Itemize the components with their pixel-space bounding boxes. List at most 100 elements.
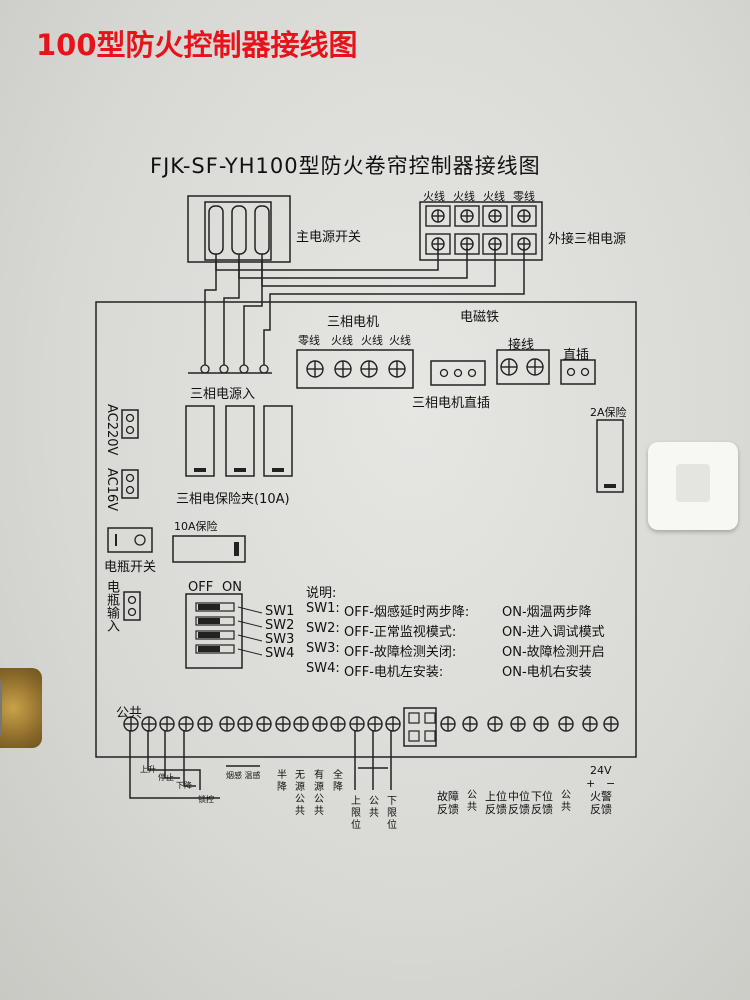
motor-terminal-1: 零线	[298, 334, 320, 347]
ac16-pin-1	[125, 473, 135, 483]
main-switch-label: 主电源开关	[296, 230, 362, 245]
dip-switch-block	[185, 593, 243, 669]
dip-sw3-label: SW3	[265, 632, 295, 647]
fire-alarm-feedback-label: 火警反馈	[590, 790, 612, 816]
fuse-indicator-4	[604, 484, 616, 488]
upper-position-feedback-label: 上位反馈	[485, 790, 507, 816]
common2-label: 公共	[561, 790, 571, 813]
motor-terminal-3: 火线	[361, 334, 383, 347]
power-in-pin-1	[200, 364, 210, 374]
battery-input-connector	[123, 591, 141, 621]
fuse-clip-3	[263, 405, 293, 477]
motor-plug-pin-2	[453, 368, 463, 378]
dip-slot-3	[195, 630, 235, 640]
note-sw1-on: ON-烟温两步降	[502, 605, 592, 620]
bottom-plug-pin-4	[424, 730, 436, 742]
fuse-clip-1	[185, 405, 215, 477]
lock-label: 锁控	[198, 795, 214, 804]
v24-label: 24V	[590, 764, 612, 777]
fuse-indicator-3	[272, 468, 284, 472]
fuse-10a-holder	[172, 535, 246, 563]
fuse-10a-indicator	[234, 542, 239, 556]
page-header: 100型防火控制器接线图	[36, 28, 358, 62]
dip-slot-2	[195, 616, 235, 626]
fuse-10a-label: 10A保险	[174, 520, 218, 533]
dip-sw4-label: SW4	[265, 646, 295, 661]
fault-feedback-label: 故障反馈	[437, 790, 459, 816]
fuse-clip-label: 三相电保险夹(10A)	[176, 492, 290, 507]
magnet-direct-plug	[560, 359, 596, 385]
fuse-2a-holder	[596, 419, 624, 493]
motor-plug-label: 三相电机直插	[412, 396, 491, 411]
note-sw1-key: SW1:	[306, 601, 340, 616]
battery-input-label: 电瓶输入	[104, 580, 119, 632]
ac220-pin-1	[125, 413, 135, 423]
bottom-common-label: 公共	[116, 706, 143, 721]
ext-power-terminal-block	[419, 201, 543, 261]
dip-knob-3	[198, 632, 220, 638]
ext-power-label: 外接三相电源	[548, 232, 627, 247]
dip-off-label: OFF	[188, 580, 214, 595]
battery-switch-knob	[134, 534, 146, 546]
cable-tie-mount	[648, 442, 738, 530]
bottom-plug-pin-1	[408, 712, 420, 724]
lower-limit-label: 下限位	[387, 796, 397, 831]
power-in-pin-3	[239, 364, 249, 374]
lower-position-feedback-label: 下位反馈	[531, 790, 553, 816]
ext-terminal-3: 火线	[483, 190, 505, 203]
ac220-pin-2	[125, 425, 135, 435]
note-sw2-key: SW2:	[306, 621, 340, 636]
note-sw4-off: OFF-电机左安装:	[344, 665, 444, 680]
switch-pole-1	[208, 205, 224, 255]
smoke-temp-label: 烟感 温感	[226, 771, 261, 780]
power-in-pin-4	[259, 364, 269, 374]
motor-plug-pin-3	[467, 368, 477, 378]
source-common-label: 有源公共	[314, 770, 324, 817]
ac16-pin-2	[125, 485, 135, 495]
magnet-title: 电磁铁	[460, 310, 500, 325]
ext-terminal-1: 火线	[423, 190, 445, 203]
switch-pole-3	[254, 205, 270, 255]
mid-position-feedback-label: 中位反馈	[508, 790, 530, 816]
motor-terminal-block	[296, 349, 414, 389]
note-sw2-off: OFF-正常监视模式:	[344, 625, 457, 640]
ext-terminal-4: 零线	[513, 190, 535, 203]
bottom-plug	[403, 707, 437, 747]
motor-terminal-4: 火线	[389, 334, 411, 347]
ac220-label: AC220V	[104, 404, 119, 456]
note-sw3-on: ON-故障检测开启	[502, 645, 605, 660]
minus-label: −	[606, 777, 616, 790]
main-switch-frame	[204, 201, 272, 261]
feedback-common-label: 公共	[467, 790, 477, 813]
motor-terminal-2: 火线	[331, 334, 353, 347]
upper-limit-label: 上限位	[351, 796, 361, 831]
fuse-clip-2	[225, 405, 255, 477]
controller-board-outline	[95, 301, 637, 758]
magnet-plug-pin-1	[566, 367, 576, 377]
diagram-title: FJK-SF-YH100型防火卷帘控制器接线图	[150, 154, 541, 178]
note-sw4-on: ON-电机右安装	[502, 665, 592, 680]
up-label: 上升	[140, 765, 156, 774]
dip-slot-4	[195, 644, 235, 654]
ac16-label: AC16V	[104, 468, 119, 512]
note-sw3-key: SW3:	[306, 641, 340, 656]
dip-knob-2	[198, 618, 220, 624]
battery-pin-2	[127, 607, 137, 617]
notes-title: 说明:	[306, 586, 337, 601]
dip-slot-1	[195, 602, 235, 612]
full-down-label: 全降	[333, 770, 343, 793]
bottom-plug-pin-2	[424, 712, 436, 724]
dip-sw2-label: SW2	[265, 618, 295, 633]
power-in-label: 三相电源入	[190, 387, 256, 402]
down-label: 下降	[176, 781, 192, 790]
magnet-wire-block	[496, 349, 550, 385]
motor-title: 三相电机	[327, 315, 380, 330]
battery-switch-label: 电瓶开关	[104, 560, 157, 575]
note-sw1-off: OFF-烟感延时两步降:	[344, 605, 470, 620]
no-source-common-label: 无源公共	[295, 770, 305, 817]
half-down-label: 半降	[277, 770, 287, 793]
stop-label: 停止	[158, 773, 174, 782]
dip-on-label: ON	[222, 580, 242, 595]
